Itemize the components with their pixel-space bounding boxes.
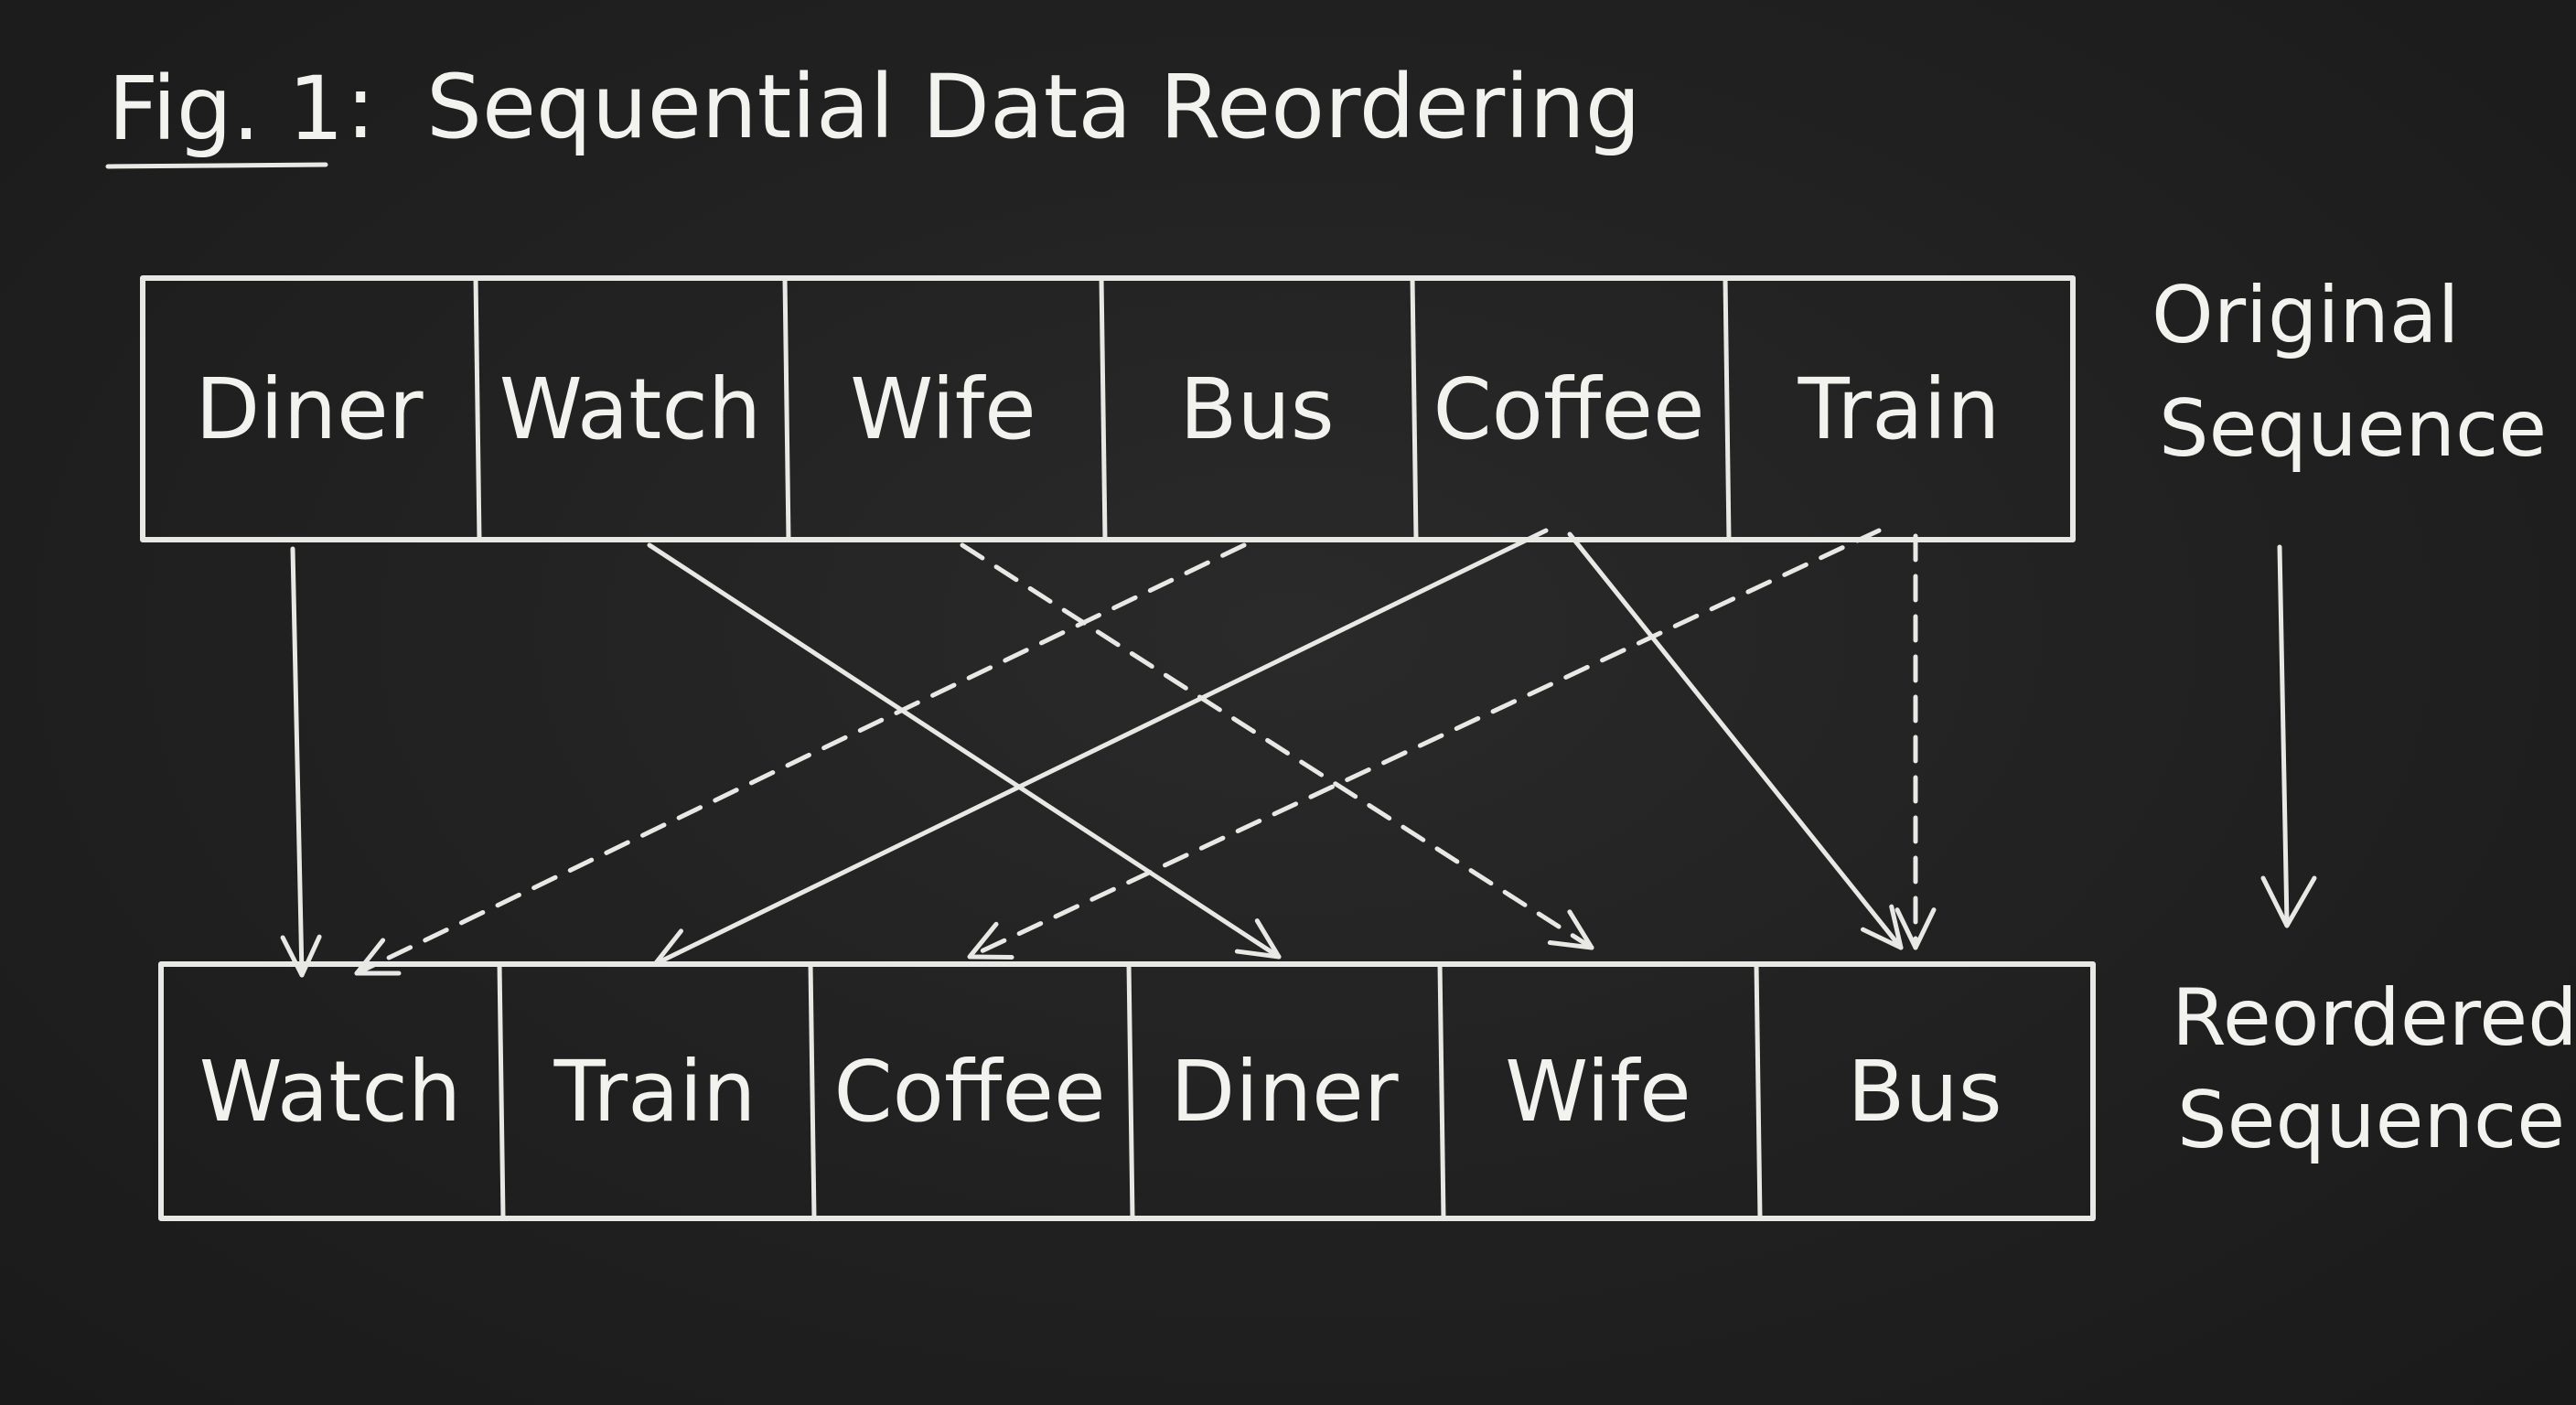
arrow-train-to-coffee <box>967 528 1882 960</box>
reordered-divider <box>1754 961 1763 1221</box>
reordered-divider <box>1126 961 1135 1221</box>
reordered-cell-watch: Watch <box>199 1043 461 1141</box>
original-sequence-label: Original Sequence <box>2152 270 2547 475</box>
original-cell-bus: Bus <box>1179 360 1334 458</box>
original-divider <box>1410 275 1419 542</box>
reordered-sequence-label: Reordered Sequence <box>2172 972 2576 1166</box>
arrow-bus-to-watch <box>354 542 1247 976</box>
original-label-line2: Sequence <box>2159 383 2547 475</box>
reordered-cell-train: Train <box>553 1043 757 1141</box>
reordered-divider <box>497 961 506 1221</box>
reordered-divider <box>1437 961 1446 1221</box>
original-divider <box>1099 275 1108 542</box>
reordered-cell-bus: Bus <box>1847 1043 2002 1141</box>
arrow-watch-to-diner <box>647 542 1282 960</box>
original-divider <box>1723 275 1732 542</box>
original-cell-wife: Wife <box>850 360 1036 458</box>
figure-number: Fig. 1 <box>108 58 344 160</box>
arrow-wife-to-wife <box>960 542 1594 950</box>
sequence-direction-arrow <box>2260 544 2317 928</box>
reordered-sequence-row: Watch Train Coffee Diner Wife Bus <box>158 961 2096 1221</box>
original-cell-train: Train <box>1798 360 2001 458</box>
figure-title: Fig. 1 : Sequential Data Reordering <box>105 56 1641 169</box>
reordered-label-line1: Reordered <box>2172 972 2576 1064</box>
original-sequence-row: Diner Watch Wife Bus Coffee Train <box>140 275 2076 542</box>
arrow-train-to-bus <box>1894 533 1937 950</box>
title-separator: : <box>346 56 375 158</box>
original-cell-coffee: Coffee <box>1433 360 1704 458</box>
original-label-line1: Original <box>2152 270 2460 361</box>
original-divider <box>473 275 482 542</box>
original-divider <box>782 275 791 542</box>
reordered-label-line2: Sequence <box>2177 1075 2565 1166</box>
title-text: Sequential Data Reordering <box>426 56 1641 158</box>
reordered-cell-diner: Diner <box>1170 1043 1398 1141</box>
reordered-cell-coffee: Coffee <box>833 1043 1105 1141</box>
arrow-coffee-to-bus <box>1567 531 1904 950</box>
reordered-divider <box>808 961 817 1221</box>
original-cell-diner: Diner <box>195 360 423 458</box>
reordered-cell-wife: Wife <box>1505 1043 1691 1141</box>
arrow-coffee-to-train <box>652 528 1549 967</box>
reorder-connections <box>280 528 1937 978</box>
figure-number-underline <box>105 162 328 169</box>
original-cell-watch: Watch <box>499 360 761 458</box>
original-sequence-frame <box>140 275 2076 542</box>
arrow-diner-to-watch <box>280 546 322 978</box>
